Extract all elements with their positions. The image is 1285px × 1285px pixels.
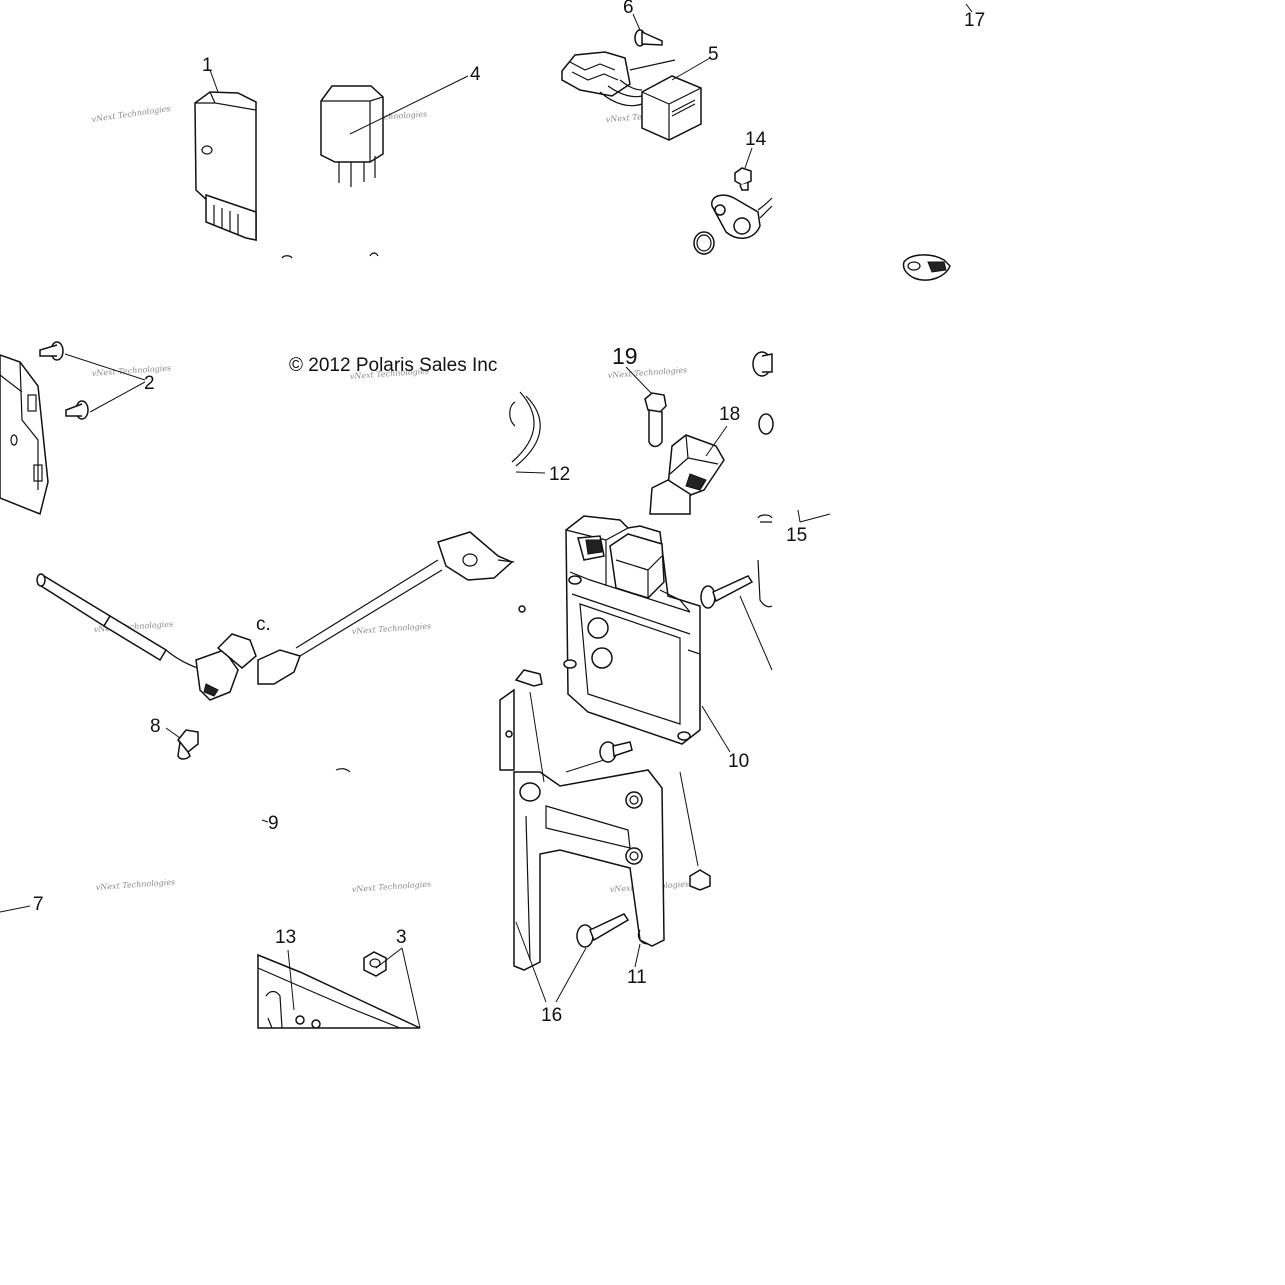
part-19-bolt: [644, 392, 667, 448]
callout-11: 11: [627, 967, 647, 988]
callout-19: 19: [612, 343, 638, 369]
part-14-sensor: [693, 167, 773, 255]
watermarks: vNext Technologies vNext Technologies vN…: [91, 104, 689, 894]
callout-6: 6: [623, 0, 634, 18]
svg-text:vNext Technologies: vNext Technologies: [352, 879, 432, 894]
callout-16: 16: [541, 1005, 562, 1026]
callout-17: 17: [964, 10, 985, 31]
watermark: vNext Technologies: [96, 877, 176, 892]
part-17-sensor: [902, 3, 973, 281]
cut-fragments: [281, 252, 379, 259]
svg-text:vNext Technologies: vNext Technologies: [352, 621, 432, 636]
callout-14: 14: [745, 129, 767, 150]
callout-13: 13: [275, 927, 296, 948]
callout-15: 15: [786, 525, 807, 546]
callout-12: 12: [549, 464, 570, 485]
part-11-bracket: [499, 669, 711, 971]
callout-2: 2: [144, 373, 155, 394]
callout-fragment: c.: [256, 614, 271, 635]
leader-lines: [0, 13, 753, 1029]
callout-4: 4: [470, 64, 481, 85]
part-12-hose: [509, 391, 541, 467]
part-4-relay: [320, 85, 384, 187]
part-15-bolts: [752, 351, 831, 608]
svg-text:vNext Technologies: vNext Technologies: [91, 104, 171, 124]
part-13-plate: [257, 953, 421, 1029]
watermark: vNext Technologies: [352, 879, 432, 894]
harness-cable: [257, 531, 515, 773]
callout-10: 10: [728, 751, 749, 772]
part-3-nut: [363, 951, 387, 977]
callout-7: 7: [33, 894, 44, 915]
part-6-push-rivet: [634, 29, 663, 47]
speed-sensor-probe: [36, 573, 257, 701]
part-1-module: [194, 91, 257, 241]
callouts: 1 2 3 4 5 6 7 8 9 10 11 12 13 14 15 16 1…: [33, 0, 985, 1026]
part-10-ecu: [518, 515, 773, 745]
part-8-pin: [165, 727, 199, 760]
copyright-notice: © 2012 Polaris Sales Inc: [289, 355, 497, 376]
callout-3: 3: [396, 927, 407, 948]
callout-9: 9: [268, 813, 279, 834]
callout-1: 1: [202, 55, 213, 76]
part-2-bracket: [0, 341, 89, 516]
part-5-connector: [561, 51, 702, 141]
svg-text:vNext Technologies: vNext Technologies: [96, 877, 176, 892]
callout-5: 5: [708, 44, 719, 65]
watermark: vNext Technologies: [352, 621, 432, 636]
part-18-sensor: [649, 434, 725, 515]
callout-8: 8: [150, 716, 161, 737]
watermark: vNext Technologies: [91, 104, 171, 124]
callout-18: 18: [719, 404, 740, 425]
